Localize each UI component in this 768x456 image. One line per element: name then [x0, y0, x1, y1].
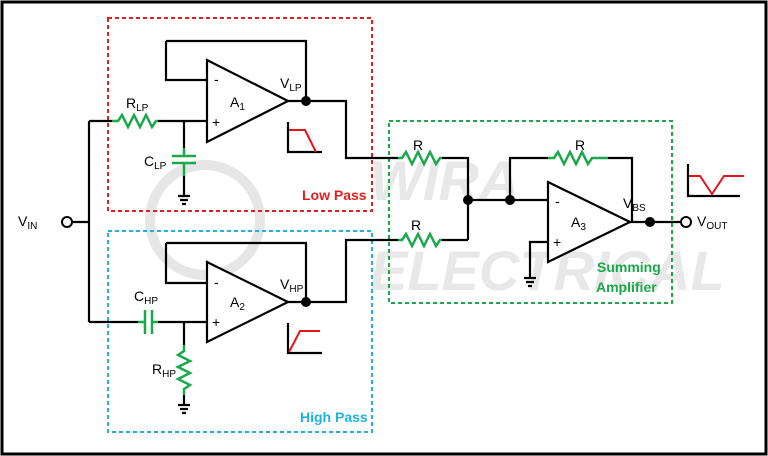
chp-capacitor [138, 310, 158, 334]
r-sum-top-label: R [413, 137, 423, 153]
high-pass-label: High Pass [300, 409, 368, 425]
r-sum-bottom-label: R [411, 217, 421, 233]
chp-label: CHP [134, 288, 158, 307]
r-feedback-label: R [575, 137, 585, 153]
a2-minus: - [214, 274, 219, 290]
high-pass-block [107, 230, 373, 433]
summing-label-line2: Amplifier [596, 279, 657, 295]
high-pass-ground-icon [178, 403, 190, 415]
rhp-resistor [175, 345, 193, 395]
high-pass-wires [158, 241, 308, 405]
rlp-resistor [112, 112, 158, 130]
low-pass-ground-icon [178, 194, 190, 206]
watermark-top-text: WIRA [370, 149, 519, 212]
opamp-a3 [546, 180, 633, 264]
vhp-node [301, 297, 311, 307]
a2-label: A2 [230, 294, 245, 313]
opamp-a2 [205, 260, 291, 344]
a3-minus: - [555, 193, 560, 209]
summing-label-line1: Summing [597, 259, 661, 275]
low-pass-label: Low Pass [302, 187, 367, 203]
lp-response-axes [286, 122, 322, 154]
vlp-label: VLP [280, 75, 302, 94]
clp-label: CLP [144, 153, 167, 172]
opamp-a1 [205, 58, 291, 144]
vhp-output-wire [288, 238, 389, 304]
r-sum-top-resistor [398, 149, 442, 167]
hp-response-axes [286, 323, 322, 355]
a1-label: A1 [230, 94, 245, 113]
input-wires [72, 119, 138, 324]
vin-label: VIN [18, 213, 37, 232]
r-sum-bottom-resistor [398, 231, 442, 249]
vlp-node [301, 96, 311, 106]
vout-terminal [680, 216, 692, 228]
a1-plus: + [212, 114, 220, 130]
a3-label: A3 [571, 214, 586, 233]
sum-inverting-node [505, 195, 515, 205]
low-pass-block [107, 17, 373, 212]
watermark-logo-ring [145, 160, 265, 280]
rlp-label: RLP [126, 95, 149, 114]
vout-label: VOUT [697, 213, 727, 232]
r-feedback-resistor [548, 149, 608, 167]
hp-response-curve [288, 330, 320, 353]
lp-response-curve [289, 129, 317, 153]
vlp-output-wire [288, 99, 389, 160]
summing-block [388, 120, 673, 304]
vhp-label: VHP [280, 276, 304, 295]
vin-terminal [61, 216, 73, 228]
vbs-node [645, 217, 655, 227]
a2-plus: + [212, 314, 220, 330]
bs-response-curve [689, 175, 744, 196]
bs-response-axes [686, 164, 740, 198]
low-pass-wires [158, 39, 308, 196]
a1-minus: - [214, 71, 219, 87]
clp-capacitor [172, 148, 196, 176]
sum-junction-node [463, 195, 473, 205]
a3-plus: + [553, 234, 561, 250]
rhp-label: RHP [152, 361, 176, 380]
vbs-label: VBS [623, 195, 646, 214]
summing-ground-icon [524, 240, 548, 288]
